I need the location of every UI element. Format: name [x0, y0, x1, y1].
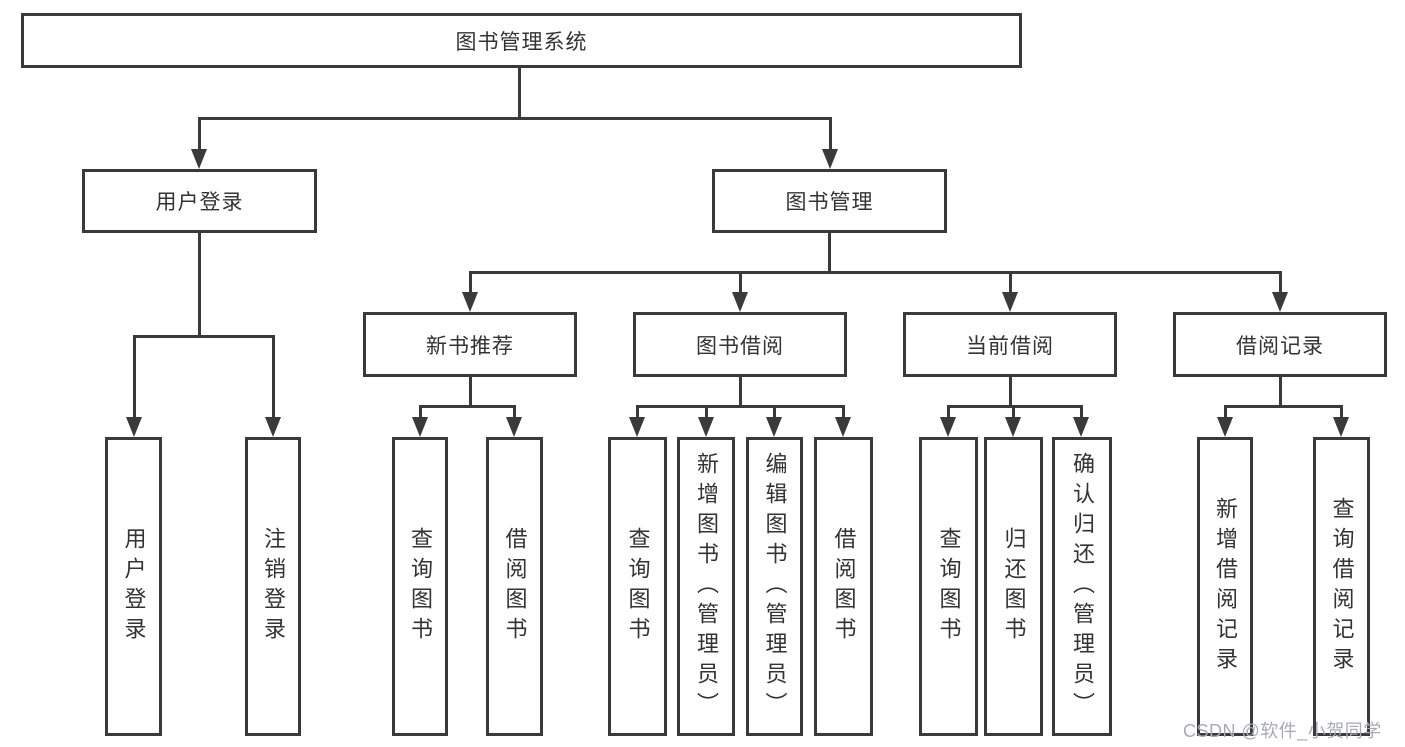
connector-line: [1340, 405, 1343, 418]
node-book-management: 图书管理: [712, 169, 947, 233]
connector-line: [272, 335, 275, 417]
leaf-logout-label: 注销登录: [261, 526, 286, 647]
node-borrow-records: 借阅记录: [1173, 312, 1387, 377]
arrowhead-icon: [506, 417, 522, 437]
leaf-borrow-borrow-book: 借阅图书: [814, 437, 873, 736]
connector-line: [1009, 271, 1012, 293]
leaf-records-add: 新增借阅记录: [1197, 437, 1253, 736]
arrowhead-icon: [1217, 417, 1233, 437]
connector-line: [198, 233, 201, 337]
arrowhead-icon: [732, 292, 748, 312]
leaf-current-return: 归还图书: [984, 437, 1043, 736]
leaf-borrow-borrow-book-label: 借阅图书: [831, 526, 857, 647]
leaf-records-query-label: 查询借阅记录: [1329, 496, 1355, 677]
arrowhead-icon: [1073, 417, 1089, 437]
connector-line: [636, 405, 639, 418]
connector-line: [419, 405, 516, 408]
leaf-borrow-query-label: 查询图书: [625, 526, 651, 647]
arrowhead-icon: [191, 149, 207, 169]
connector-line: [513, 405, 516, 418]
node-root: 图书管理系统: [21, 13, 1022, 68]
leaf-current-return-label: 归还图书: [1001, 526, 1027, 647]
connector-line: [842, 405, 845, 418]
arrowhead-icon: [462, 292, 478, 312]
connector-line: [828, 233, 831, 274]
node-book-management-label: 图书管理: [785, 191, 874, 214]
connector-line: [1224, 405, 1342, 408]
connector-line: [739, 271, 742, 293]
connector-line: [469, 377, 472, 407]
connector-line: [469, 271, 472, 293]
connector-line: [829, 117, 832, 149]
connector-line: [198, 117, 201, 149]
leaf-borrow-add-book: 新增图书（管理员）: [677, 437, 735, 736]
leaf-current-confirm-return: 确认归还（管理员）: [1052, 437, 1112, 736]
connector-line: [469, 271, 1281, 274]
leaf-borrow-query: 查询图书: [608, 437, 667, 736]
node-new-book-recommend: 新书推荐: [363, 312, 577, 377]
node-new-book-recommend-label: 新书推荐: [426, 334, 514, 358]
node-root-label: 图书管理系统: [455, 30, 588, 54]
connector-line: [636, 405, 845, 408]
connector-line: [947, 405, 1083, 408]
arrowhead-icon: [1272, 292, 1288, 312]
arrowhead-icon: [629, 417, 645, 437]
connector-line: [1224, 405, 1227, 418]
csdn-watermark: CSDN @软件_小贺同学: [1183, 721, 1382, 741]
leaf-current-confirm-return-label: 确认归还（管理员）: [1070, 451, 1095, 722]
node-user-login: 用户登录: [82, 169, 317, 233]
leaf-user-login-label: 用户登录: [121, 526, 147, 647]
arrowhead-icon: [1333, 417, 1349, 437]
connector-line: [947, 405, 950, 418]
connector-line: [1012, 405, 1015, 418]
arrowhead-icon: [412, 417, 428, 437]
leaf-newbooks-borrow: 借阅图书: [486, 437, 543, 736]
leaf-records-query: 查询借阅记录: [1313, 437, 1370, 736]
connector-line: [705, 405, 708, 418]
leaf-borrow-edit-book: 编辑图书（管理员）: [746, 437, 803, 736]
connector-line: [198, 117, 831, 120]
arrowhead-icon: [822, 149, 838, 169]
arrowhead-icon: [940, 417, 956, 437]
arrowhead-icon: [1002, 292, 1018, 312]
connector-line: [1279, 377, 1282, 407]
connector-line: [739, 377, 742, 407]
leaf-borrow-add-book-label: 新增图书（管理员）: [694, 451, 719, 722]
connector-line: [1009, 377, 1012, 407]
leaf-newbooks-query-label: 查询图书: [408, 526, 433, 647]
leaf-newbooks-borrow-label: 借阅图书: [502, 526, 528, 647]
node-user-login-label: 用户登录: [155, 191, 244, 214]
node-current-borrow-label: 当前借阅: [966, 334, 1054, 358]
node-book-borrow: 图书借阅: [633, 312, 847, 377]
node-current-borrow: 当前借阅: [903, 312, 1117, 377]
leaf-logout: 注销登录: [245, 437, 301, 736]
arrowhead-icon: [126, 417, 142, 437]
leaf-current-query: 查询图书: [919, 437, 978, 736]
connector-line: [133, 335, 136, 417]
node-borrow-records-label: 借阅记录: [1236, 334, 1324, 358]
connector-line: [419, 405, 422, 418]
connector-line: [518, 68, 521, 120]
arrowhead-icon: [1005, 417, 1021, 437]
leaf-records-add-label: 新增借阅记录: [1213, 496, 1238, 677]
connector-line: [773, 405, 776, 418]
arrowhead-icon: [835, 417, 851, 437]
leaf-borrow-edit-book-label: 编辑图书（管理员）: [762, 451, 788, 722]
arrowhead-icon: [698, 417, 714, 437]
connector-line: [133, 335, 275, 338]
connector-line: [1279, 271, 1282, 293]
connector-line: [1080, 405, 1083, 418]
arrowhead-icon: [265, 417, 281, 437]
node-book-borrow-label: 图书借阅: [696, 334, 784, 358]
leaf-newbooks-query: 查询图书: [392, 437, 448, 736]
arrowhead-icon: [766, 417, 782, 437]
leaf-user-login: 用户登录: [105, 437, 162, 736]
leaf-current-query-label: 查询图书: [936, 526, 962, 647]
